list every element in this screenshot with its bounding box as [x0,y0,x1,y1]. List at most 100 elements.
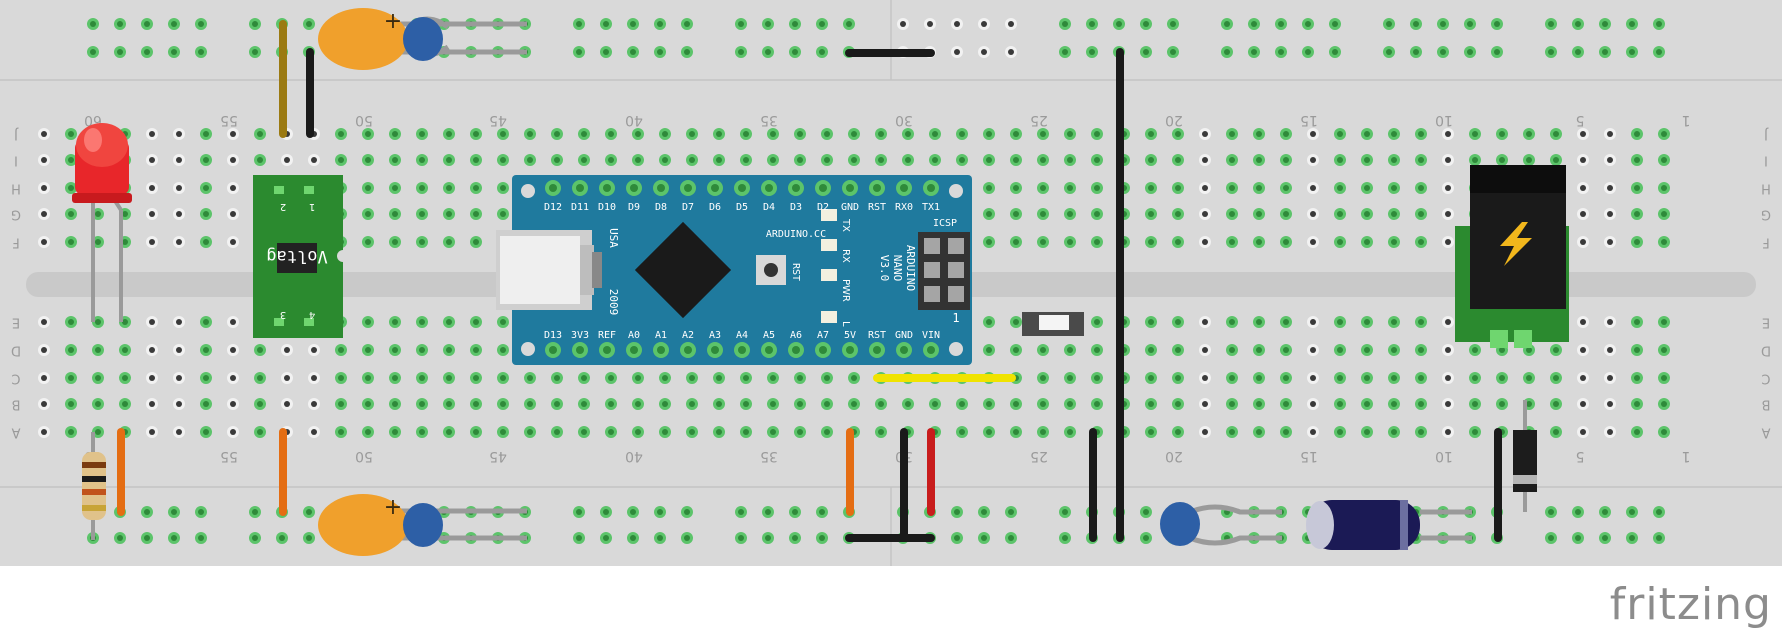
hole-center [1256,185,1262,191]
hole-center [1580,157,1586,163]
ceramic-capacitor-right[interactable] [1160,502,1282,546]
reset-button[interactable] [756,255,786,285]
hole-center [635,401,641,407]
hole-center [1067,347,1073,353]
hole-center [1175,211,1181,217]
hole-center [1337,401,1343,407]
hole-center [68,239,74,245]
hole-center [1364,157,1370,163]
hole-center [1202,401,1208,407]
ceramic-capacitor-bottom[interactable] [403,503,443,547]
column-number: 20 [1165,448,1183,464]
hole-center [203,319,209,325]
hole-center [1499,131,1505,137]
resistor[interactable] [82,432,106,540]
hole-center [41,211,47,217]
hole-center [68,429,74,435]
hole-center [1094,401,1100,407]
pin-center [792,184,800,192]
hole-center [1067,157,1073,163]
hole-center [149,131,155,137]
hole-center [284,157,290,163]
hole-center [1575,21,1581,27]
dc-barrel-jack[interactable] [1455,165,1569,348]
push-button[interactable] [1022,312,1084,336]
hole-center [1067,239,1073,245]
pin-center [900,184,908,192]
electrolytic-capacitor[interactable] [1306,500,1472,550]
hole-center [738,509,744,515]
hole-center [1256,375,1262,381]
hole-center [473,131,479,137]
row-letter: A [11,425,20,440]
hole-center [95,429,101,435]
hole-center [1494,21,1500,27]
hole-center [1089,49,1095,55]
hole-center [1661,347,1667,353]
arduino-pin-label: A6 [790,330,802,341]
arduino-pin-label: REF [598,330,616,341]
hole-center [1553,429,1559,435]
ceramic-capacitor-top[interactable] [403,16,450,61]
hole-center [819,535,825,541]
hole-center [41,401,47,407]
hole-center [1062,535,1068,541]
hole-center [1337,211,1343,217]
pin-center [684,184,692,192]
hole-center [144,49,150,55]
capacitor-polarity: + [384,495,402,520]
hole-center [1251,49,1257,55]
pin-center [792,346,800,354]
hole-center [90,21,96,27]
hole-center [792,509,798,515]
hole-center [1040,239,1046,245]
hole-center [1175,401,1181,407]
hole-center [1661,239,1667,245]
hole-center [1229,185,1235,191]
voltage-regulator-module[interactable]: Voltag 2 1 3 4 [253,175,349,338]
tantalum-capacitor-top[interactable]: + [318,8,527,70]
hole-center [1040,131,1046,137]
column-number: 50 [355,448,373,464]
pin-center [630,184,638,192]
hole-center [1634,319,1640,325]
hole-center [716,375,722,381]
hole-center [608,157,614,163]
hole-center [446,429,452,435]
hole-center [986,185,992,191]
hole-center [365,131,371,137]
hole-center [1364,131,1370,137]
hole-center [770,429,776,435]
led-red[interactable] [72,123,132,322]
hole-center [171,509,177,515]
hole-center [797,375,803,381]
arduino-pin-label: D6 [709,202,721,213]
hole-center [1634,239,1640,245]
hole-center [1472,347,1478,353]
hole-center [41,131,47,137]
column-number: 35 [760,112,778,128]
hole-center [1472,429,1478,435]
hole-center [527,375,533,381]
hole-center [657,509,663,515]
hole-center [1040,429,1046,435]
hole-center [1040,375,1046,381]
hole-center [743,157,749,163]
row-letter: C [1761,371,1770,386]
hole-center [954,535,960,541]
hole-center [824,157,830,163]
diode[interactable] [1513,400,1537,512]
hole-center [176,347,182,353]
hole-center [1229,319,1235,325]
hole-center [1094,157,1100,163]
column-number: 30 [895,112,913,128]
column-number: 5 [1576,448,1585,464]
hole-center [954,21,960,27]
hole-center [1391,319,1397,325]
hole-center [41,185,47,191]
arduino-pin-label: D4 [763,202,775,213]
hole-center [819,21,825,27]
hole-center [68,401,74,407]
pin-center [576,184,584,192]
